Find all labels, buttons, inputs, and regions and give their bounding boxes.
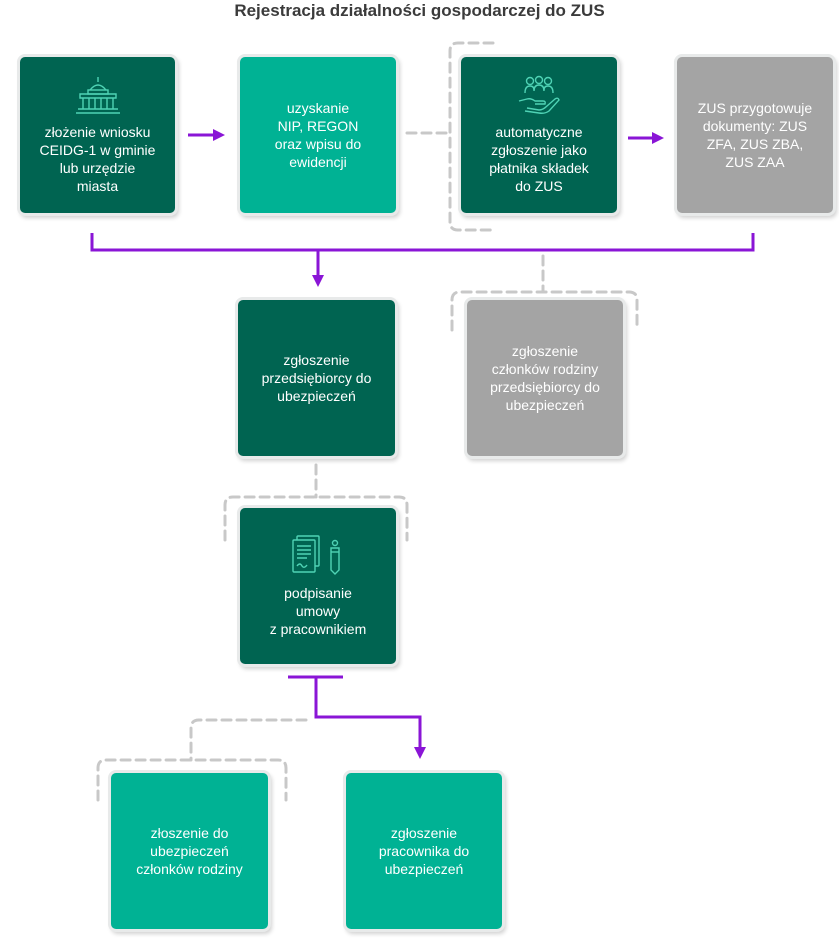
box-family-insurance: złoszenie do ubezpieczeń członków rodzin… bbox=[111, 773, 268, 929]
people-in-hand-icon bbox=[517, 75, 561, 119]
dashed-bracket-auto bbox=[448, 41, 495, 232]
box-family-entrepreneur-insurance: zgłoszenie członków rodziny przedsiębior… bbox=[467, 300, 623, 456]
box-family-entrepreneur-insurance-text: zgłoszenie członków rodziny przedsiębior… bbox=[490, 343, 600, 413]
dashed-bracket-family-entrepreneur bbox=[450, 290, 639, 332]
box-entrepreneur-insurance-text: zgłoszenie przedsiębiorcy do ubezpieczeń bbox=[261, 352, 372, 404]
box-nip-regon-text: uzyskanie NIP, REGON oraz wpisu do ewide… bbox=[274, 100, 362, 170]
box-nip-regon: uzyskanie NIP, REGON oraz wpisu do ewide… bbox=[240, 57, 396, 213]
dashed-connector-family bbox=[189, 718, 308, 762]
contract-document-icon bbox=[291, 534, 345, 580]
box-sign-contract: podpisanie umowy z pracownikiem bbox=[240, 508, 396, 664]
box-auto-registration-text: automatyczne zgłoszenie jako płatnika sk… bbox=[489, 124, 589, 194]
city-hall-icon bbox=[75, 75, 121, 119]
box-employee-insurance: zgłoszenie pracownika do ubezpieczeń bbox=[346, 773, 502, 929]
dashed-bracket-family bbox=[96, 758, 288, 802]
box-zus-documents: ZUS przygotowuje dokumenty: ZUS ZFA, ZUS… bbox=[677, 57, 833, 213]
box-zus-documents-text: ZUS przygotowuje dokumenty: ZUS ZFA, ZUS… bbox=[697, 100, 813, 170]
arrow-contract-employee bbox=[314, 677, 426, 759]
merge-line bbox=[90, 233, 755, 252]
box-entrepreneur-insurance: zgłoszenie przedsiębiorcy do ubezpieczeń bbox=[238, 300, 395, 456]
box-family-insurance-text: złoszenie do ubezpieczeń członków rodzin… bbox=[136, 825, 243, 877]
box-ceidg: złożenie wniosku CEIDG-1 w gminie lub ur… bbox=[20, 57, 175, 213]
diagram-title: Rejestracja działalności gospodarczej do… bbox=[234, 1, 605, 20]
box-sign-contract-text: podpisanie umowy z pracownikiem bbox=[269, 585, 367, 637]
dashed-bracket-contract bbox=[223, 495, 409, 542]
box-employee-insurance-text: zgłoszenie pracownika do ubezpieczeń bbox=[378, 825, 470, 877]
box-auto-registration: automatyczne zgłoszenie jako płatnika sk… bbox=[461, 57, 617, 213]
box-ceidg-text: złożenie wniosku CEIDG-1 w gminie lub ur… bbox=[39, 124, 156, 194]
